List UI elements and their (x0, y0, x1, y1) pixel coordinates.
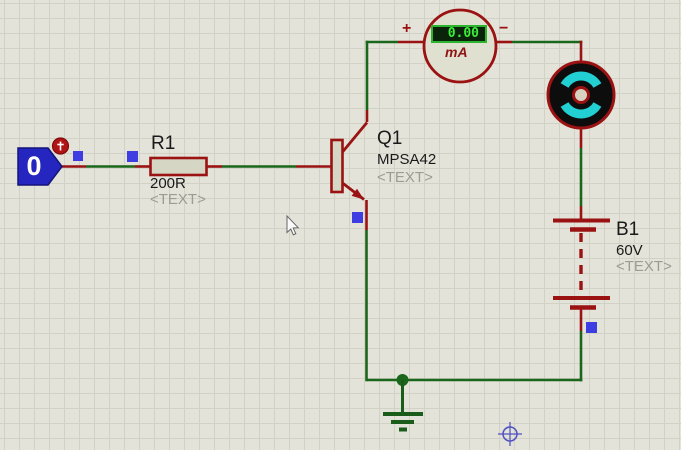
transistor-value-label: MPSA42 (377, 151, 437, 168)
emitter-arrow (351, 188, 364, 200)
battery-text-placeholder: <TEXT> (616, 258, 672, 275)
selection-handle[interactable] (127, 151, 138, 162)
selection-handle[interactable] (73, 151, 83, 161)
origin-marker-icon (498, 422, 522, 446)
logic-input-marker[interactable] (17, 147, 63, 186)
wire-ammeter-to-motor[interactable] (496, 40, 583, 63)
battery-ref-label: B1 (616, 219, 640, 240)
motor-arc-bottom (560, 101, 602, 119)
motor-shaft (572, 86, 590, 104)
ammeter-display: 0.00 (431, 25, 487, 43)
resistor-value-label: 200R (150, 175, 186, 192)
resistor-ref-label: R1 (151, 133, 176, 154)
battery-value-label: 60V (616, 242, 643, 259)
wire-q1-collector-to-ammeter[interactable] (365, 40, 424, 122)
wire-battery-to-ground-net[interactable] (367, 309, 583, 382)
motor-arc-top (560, 71, 602, 89)
logic-input-state-label[interactable]: 0 (26, 151, 42, 181)
transistor-text-placeholder: <TEXT> (377, 169, 433, 186)
ammeter-minus-label: − (499, 20, 509, 37)
battery-b1-body[interactable] (553, 218, 610, 310)
mouse-cursor-icon (286, 214, 300, 236)
transistor-ref-label: Q1 (377, 128, 403, 149)
ammeter-plus-label: + (402, 20, 412, 37)
ammeter-unit-label: mA (445, 44, 468, 60)
resistor-text-placeholder: <TEXT> (150, 191, 206, 208)
state-toggle-icon[interactable] (51, 137, 70, 155)
dc-motor-icon[interactable] (546, 60, 616, 130)
selection-handle[interactable] (352, 212, 363, 223)
selection-handle[interactable] (586, 322, 597, 333)
collector-lead[interactable] (341, 121, 369, 153)
ground-icon[interactable] (383, 380, 423, 432)
resistor-r1-body[interactable] (149, 156, 208, 177)
transistor-q1-body[interactable] (330, 121, 369, 201)
